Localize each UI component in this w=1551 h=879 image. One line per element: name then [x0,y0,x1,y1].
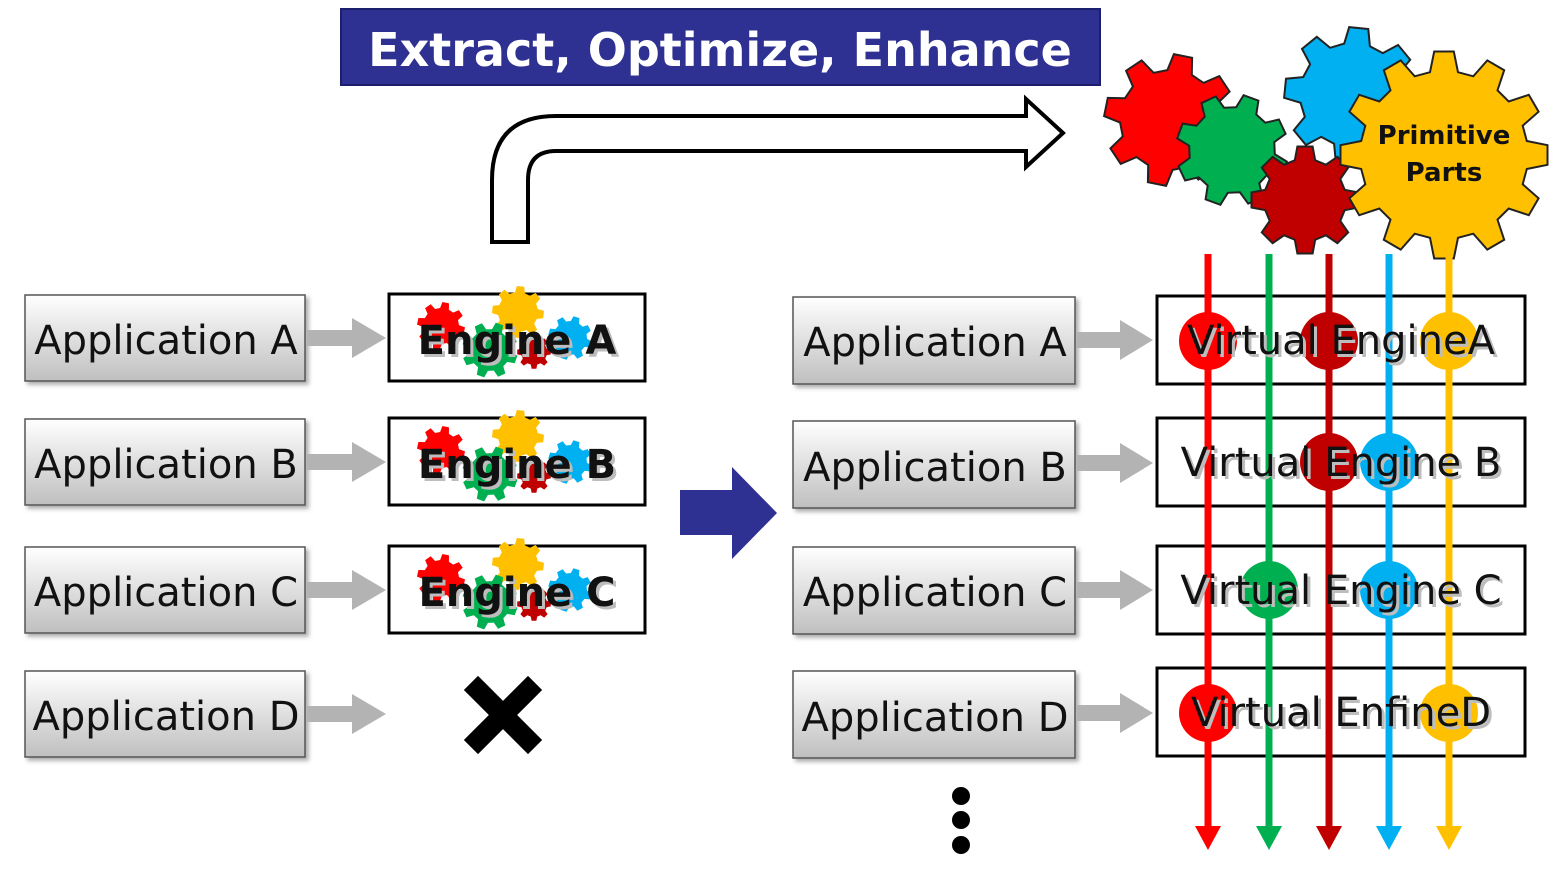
right-gray-arrows [1077,320,1153,733]
mini-green-gear-icon [462,446,518,502]
mini-green-gear-icon [462,322,518,378]
gray-arrow-right-c [1077,570,1153,610]
engine-a-label: Engine A [418,318,617,364]
gray-arrow-left-d [307,694,386,734]
more-ellipsis-icon [952,787,970,854]
engine-gears-icon [417,286,592,378]
red-part-arrowhead [1195,826,1221,850]
engine-gears-icon [417,538,592,630]
dark-red-gear-icon [1250,145,1360,255]
left-application-d-label: Application D [32,694,299,740]
virtual-engine-c-box [1155,544,1527,636]
mini-red-gear-icon [417,426,465,474]
virtual-engine-d-shadow: Virtual EnfineD [1194,693,1494,739]
mini-dark-red-gear-icon [517,587,551,621]
transition-arrow [680,467,777,559]
part-usage-dot [1360,561,1418,619]
right-application-d-label: Application D [801,695,1068,741]
left-gray-arrows [307,318,386,734]
gray-arrow-right-b [1077,443,1153,483]
green-gear-icon [1175,93,1289,207]
engine-c-box: Engine C Engine C [387,538,647,635]
mini-blue-gear-icon [548,440,592,484]
extract-arrow [490,94,1066,244]
mini-yellow-gear-icon [492,286,544,338]
primitive-parts-gears [1102,26,1549,260]
engine-a-box: Engine A Engine A [387,286,647,383]
gray-arrow-right-d [1077,693,1153,733]
engine-gears-icon [417,410,592,502]
mini-dark-red-gear-icon [517,459,551,493]
left-application-a: Application A [24,294,306,382]
right-application-b: Application B [792,420,1076,509]
mini-green-gear-icon [462,574,518,630]
virtual-engine-b-label: Virtual Engine B [1181,440,1502,486]
right-application-a-label: Application A [803,320,1067,366]
right-application-c-label: Application C [803,570,1067,616]
left-application-b-label: Application B [34,442,298,488]
gray-arrow-left-a [307,318,386,358]
mini-yellow-gear-icon [492,410,544,462]
left-application-b: Application B [24,418,306,506]
dark-red-part-arrowhead [1316,826,1342,850]
right-application-a: Application A [792,296,1076,385]
left-application-a-label: Application A [34,318,298,364]
left-application-c-label: Application C [34,570,298,616]
part-usage-dot [1360,433,1418,491]
engine-b-shadow: Engine B [421,445,619,491]
left-application-d: Application D [24,670,306,758]
primitive-part-usage-dots [1179,312,1478,742]
engine-b-box: Engine B Engine B [387,410,647,507]
virtual-engine-c-shadow: Virtual Engine C [1183,571,1504,617]
mini-dark-red-gear-icon [517,335,551,369]
part-usage-dot [1179,312,1237,370]
virtual-engine-a-label: Virtual EngineA [1187,318,1496,364]
engine-a-shadow: Engine A [421,321,620,367]
virtual-engine-a-shadow: Virtual EngineA [1190,321,1499,367]
gray-arrow-left-b [307,442,386,482]
yellow-gear-icon [1339,50,1549,260]
title-text: Extract, Optimize, Enhance [368,23,1072,77]
right-application-d: Application D [792,670,1076,759]
part-usage-dot [1240,561,1298,619]
virtual-engine-b-shadow: Virtual Engine B [1184,443,1505,489]
engine-b-label: Engine B [418,442,616,488]
primitive-parts-label-line1: Primitive [1378,121,1511,151]
mini-blue-gear-icon [548,316,592,360]
part-usage-dot [1179,684,1237,742]
gray-arrow-left-c [307,570,386,610]
part-usage-dot [1300,433,1358,491]
title-banner: Extract, Optimize, Enhance [340,8,1101,86]
virtual-engine-c-label: Virtual Engine C [1180,568,1501,614]
part-usage-dot [1300,312,1358,370]
right-application-c: Application C [792,546,1076,635]
primitive-parts-label-line2: Parts [1406,158,1483,188]
part-usage-dot [1420,312,1478,370]
mini-blue-gear-icon [548,568,592,612]
yellow-part-arrowhead [1436,826,1462,850]
mini-red-gear-icon [417,554,465,602]
green-part-arrowhead [1256,826,1282,850]
right-application-b-label: Application B [803,445,1067,491]
gray-arrow-right-a [1077,320,1153,360]
mini-red-gear-icon [417,302,465,350]
left-application-c: Application C [24,546,306,634]
cross-icon [463,675,543,755]
mini-yellow-gear-icon [492,538,544,590]
virtual-engine-d-label: Virtual EnfineD [1191,690,1491,736]
blue-part-arrowhead [1376,826,1402,850]
engine-c-label: Engine C [418,570,615,616]
engine-c-shadow: Engine C [421,573,618,619]
part-usage-dot [1420,684,1478,742]
